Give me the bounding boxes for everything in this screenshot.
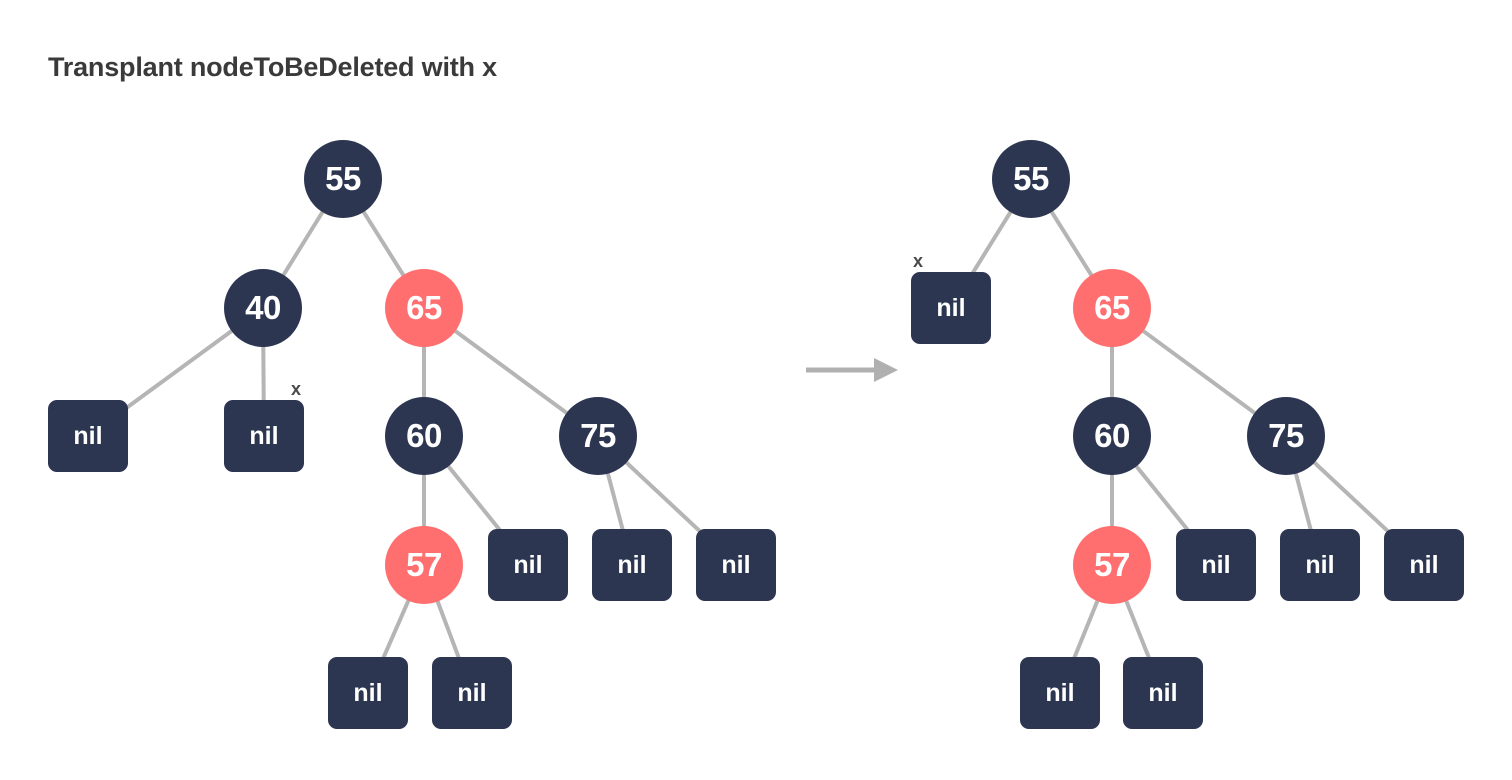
node-label: nil [1045,678,1075,707]
node-label: 60 [406,417,442,454]
node-label: 60 [1094,417,1130,454]
node-label: 55 [1013,160,1049,197]
tree-node-65[interactable]: 65 [385,269,463,347]
nil-node[interactable]: nil [911,272,991,344]
nil-node[interactable]: nil [592,529,672,601]
node-label: 75 [1268,417,1304,454]
tree-node-57[interactable]: 57 [385,526,463,604]
node-label: nil [721,550,751,579]
node-label: nil [617,550,647,579]
node-label: nil [457,678,487,707]
node-label: 65 [1094,289,1130,326]
node-label: nil [353,678,383,707]
tree-node-60[interactable]: 60 [385,397,463,475]
nil-node[interactable]: nil [224,400,304,472]
tree-node-55[interactable]: 55 [992,140,1070,218]
nil-node[interactable]: nil [1384,529,1464,601]
node-label: nil [513,550,543,579]
tree-node-57[interactable]: 57 [1073,526,1151,604]
page-title: Transplant nodeToBeDeleted with x [48,52,497,82]
node-label: 65 [406,289,442,326]
node-label: nil [1201,550,1231,579]
transform-arrow [806,358,898,382]
nil-node[interactable]: nil [1176,529,1256,601]
tree-node-75[interactable]: 75 [1247,397,1325,475]
node-label: nil [73,421,103,450]
nil-node[interactable]: nil [1123,657,1203,729]
nil-node[interactable]: nil [432,657,512,729]
x-pointer-label: x [291,379,302,399]
tree-node-75[interactable]: 75 [559,397,637,475]
tree-node-60[interactable]: 60 [1073,397,1151,475]
nil-node[interactable]: nil [328,657,408,729]
node-label: 55 [325,160,361,197]
nil-node[interactable]: nil [1020,657,1100,729]
nil-node[interactable]: nil [488,529,568,601]
tree-node-40[interactable]: 40 [224,269,302,347]
x-pointer-label: x [913,251,924,271]
node-label: nil [1305,550,1335,579]
node-label: nil [1409,550,1439,579]
node-label: nil [1148,678,1178,707]
node-label: 40 [245,289,281,326]
node-label: 57 [406,546,442,583]
tree-node-55[interactable]: 55 [304,140,382,218]
tree-node-65[interactable]: 65 [1073,269,1151,347]
node-label: 75 [580,417,616,454]
nil-node[interactable]: nil [48,400,128,472]
nil-node[interactable]: nil [696,529,776,601]
node-label: nil [249,421,279,450]
nil-node[interactable]: nil [1280,529,1360,601]
node-label: 57 [1094,546,1130,583]
node-label: nil [936,293,966,322]
